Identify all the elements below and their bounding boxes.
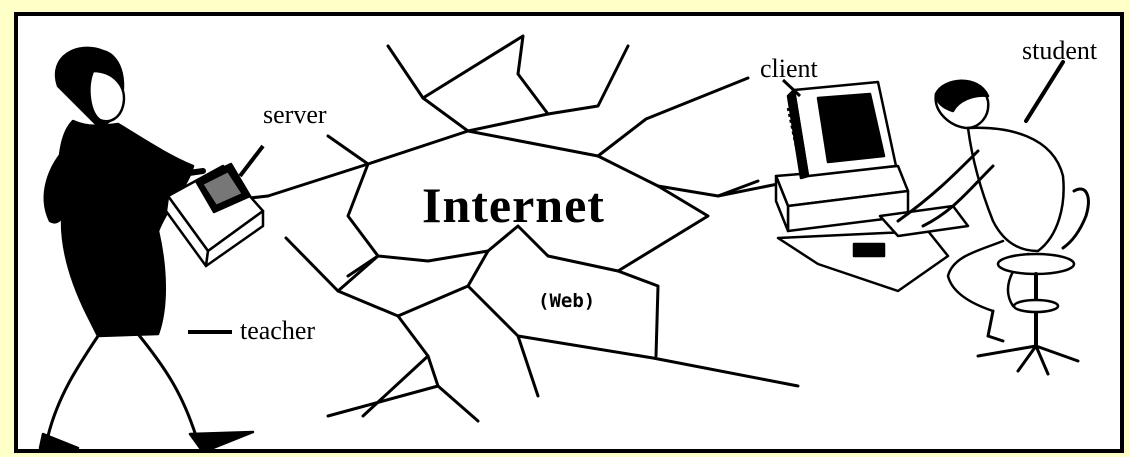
network-web xyxy=(221,34,800,423)
student-label: student xyxy=(1022,36,1098,65)
client-computer-icon xyxy=(774,78,970,293)
internet-label: Internet xyxy=(422,177,605,233)
teacher-figure xyxy=(38,46,255,449)
server-label: server xyxy=(263,100,327,129)
teacher-label: teacher xyxy=(240,316,316,345)
server-computer-icon xyxy=(164,144,265,268)
diagram-panel: Internet (Web) server teacher client stu… xyxy=(14,12,1124,453)
teacher-pointer xyxy=(188,330,232,334)
client-label: client xyxy=(760,54,818,83)
student-figure xyxy=(896,60,1090,376)
web-label: (Web) xyxy=(538,290,596,312)
